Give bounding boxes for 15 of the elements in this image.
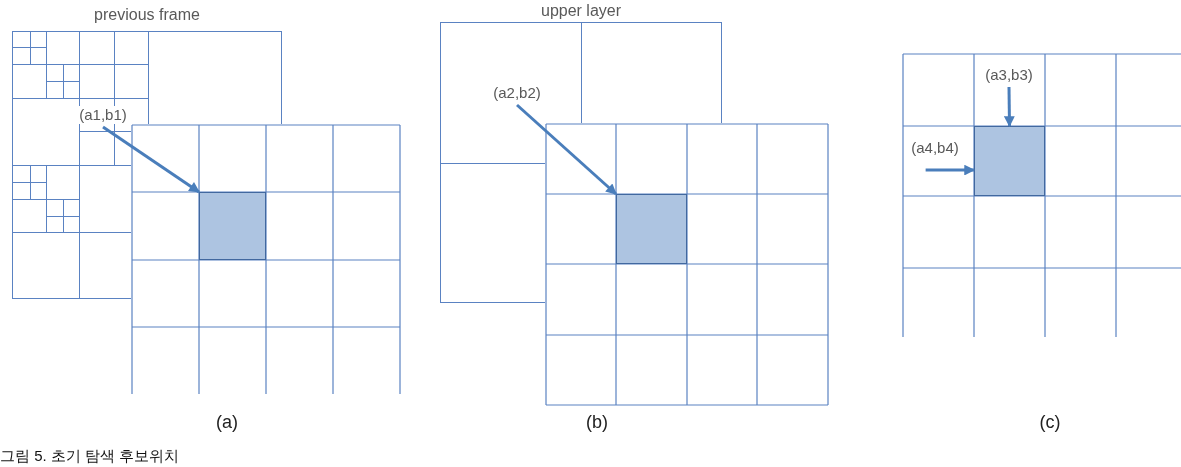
panel-label: (c) xyxy=(1039,411,1061,433)
coordinate-label: (a2,b2) xyxy=(492,84,542,102)
frame-title: upper layer xyxy=(541,1,621,21)
panel-label: (b) xyxy=(586,411,608,433)
highlighted-block xyxy=(974,126,1045,196)
arrow xyxy=(1004,86,1015,128)
frame-title: previous frame xyxy=(94,5,200,25)
arrow xyxy=(925,164,976,176)
panel-label: (a) xyxy=(216,411,238,433)
coordinate-label: (a3,b3) xyxy=(984,66,1034,84)
coordinate-label: (a4,b4) xyxy=(910,139,960,157)
coordinate-label: (a1,b1) xyxy=(78,106,128,124)
arrow xyxy=(516,103,617,196)
arrow xyxy=(102,125,200,194)
figure-caption: 그림 5. 초기 탐색 후보위치 xyxy=(0,446,180,465)
